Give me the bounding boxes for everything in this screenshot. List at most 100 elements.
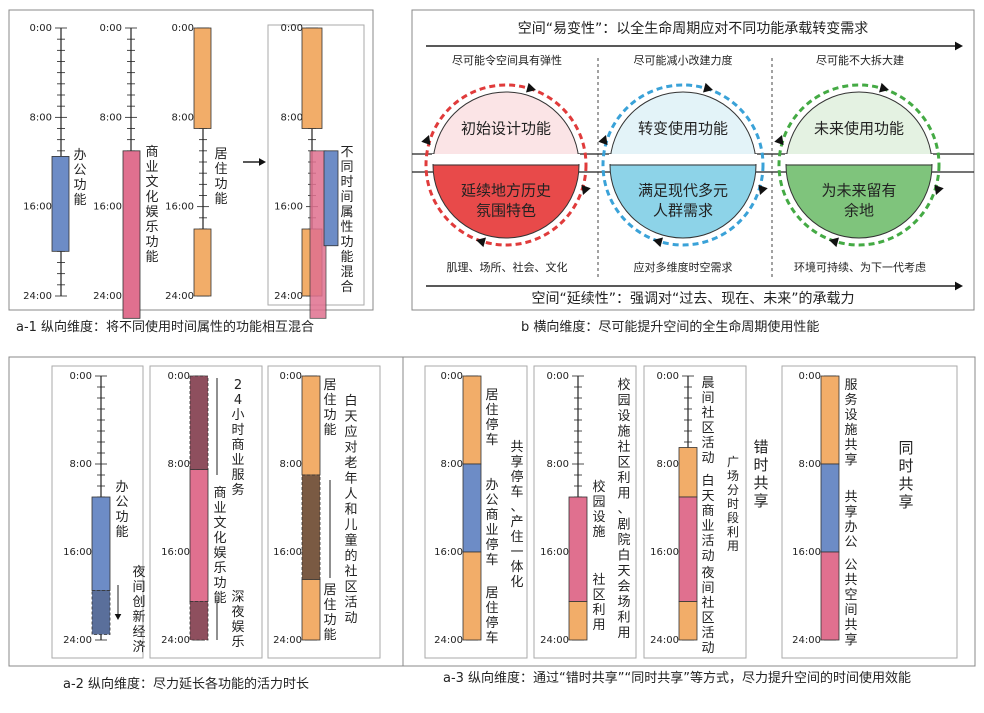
a3-c3-morning bbox=[678, 447, 698, 498]
a3-c1-res-bottom bbox=[462, 551, 482, 641]
b-bottom-note: 应对多维度时空需求 bbox=[634, 260, 733, 274]
a2-tl1-tick-label: 16:00 bbox=[63, 547, 92, 558]
a1-res-bar-top bbox=[193, 27, 212, 129]
a1-office-bar bbox=[51, 156, 70, 252]
a1-tl2-tick-label: 24:00 bbox=[93, 291, 122, 302]
a2-tl3-tick-label: 24:00 bbox=[273, 635, 302, 646]
b-ring-arrow bbox=[758, 184, 768, 195]
caption-a3: a-3 纵向维度：通过“错时共享”“同时共享”等方式，尽力提升空间的时间使用效能 bbox=[443, 671, 912, 686]
inner-box bbox=[51, 365, 144, 659]
a2-tl2-tick-label: 0:00 bbox=[168, 371, 190, 382]
a3-tl1-tick-label: 16:00 bbox=[434, 547, 463, 558]
a2-office-bar bbox=[91, 496, 111, 591]
a1-tl4-tick-label: 8:00 bbox=[281, 112, 303, 123]
inner-box bbox=[149, 365, 263, 659]
a3-tl1-tick-label: 24:00 bbox=[434, 635, 463, 646]
a3-tl3-tick-label: 16:00 bbox=[650, 547, 679, 558]
b-circle-bottom bbox=[785, 164, 933, 239]
a2-tl2-tick-label: 24:00 bbox=[161, 635, 190, 646]
b-dashed-ring bbox=[424, 83, 588, 247]
a3-tl2-tick-label: 16:00 bbox=[540, 547, 569, 558]
a2-tl3-tick-label: 16:00 bbox=[273, 547, 302, 558]
a1-tl2-tick-label: 8:00 bbox=[100, 112, 122, 123]
b-ring-arrow bbox=[879, 82, 889, 93]
a1-residential-label: 居住功能 bbox=[214, 147, 227, 207]
b-upper-label: 未来使用功能 bbox=[814, 120, 904, 138]
a3-c3-label: 白天商业活动 bbox=[701, 473, 714, 564]
a3-c3-right-label: 广场分时段利用 bbox=[727, 455, 739, 553]
a3-c4-label: 共享办公 bbox=[844, 490, 857, 550]
b-band-gap bbox=[432, 154, 580, 164]
a3-simultaneous-label: 同时共享 bbox=[898, 439, 913, 511]
b-band-gap bbox=[785, 154, 933, 164]
a3-staggered-label: 错时共享 bbox=[753, 438, 768, 510]
b-upper-label: 转变使用功能 bbox=[638, 120, 728, 138]
a1-tl1-tick-label: 16:00 bbox=[23, 202, 52, 213]
a3-c2-top-label: 校园设施社区利用、剧院白天会场利用 bbox=[617, 377, 630, 641]
frame-bottom bbox=[8, 356, 976, 667]
a2-latenight-bar bbox=[189, 601, 209, 641]
a1-tl1-tick-label: 8:00 bbox=[30, 112, 52, 123]
a3-c2-campus bbox=[568, 496, 588, 602]
a2-tl3-tick-label: 8:00 bbox=[280, 459, 302, 470]
b-ring-arrow bbox=[653, 237, 663, 248]
a1-tl2-tick-label: 16:00 bbox=[93, 202, 122, 213]
a2-res-top-label: 居住功能 bbox=[323, 378, 336, 438]
a2-tl1-tick-label: 0:00 bbox=[70, 371, 92, 382]
b-ring-arrow bbox=[829, 237, 839, 248]
b-top-banner: 空间“易变性”：以全生命周期应对不同功能承载转变需求 bbox=[518, 20, 869, 37]
a3-c4-label: 公共空间共享 bbox=[844, 558, 857, 648]
a3-tl4-tick-label: 24:00 bbox=[792, 635, 821, 646]
b-ring-arrow bbox=[703, 82, 713, 93]
b-top-note: 尽可能减小改建力度 bbox=[634, 53, 733, 67]
a3-tl1-tick-label: 8:00 bbox=[441, 459, 463, 470]
a3-c2-community bbox=[568, 601, 588, 641]
caption-b: b 横向维度：尽可能提升空间的全生命周期使用性能 bbox=[521, 320, 820, 335]
b-bottom-note: 环境可持续、为下一代考虑 bbox=[794, 260, 926, 274]
a3-tl2-tick-label: 24:00 bbox=[540, 635, 569, 646]
a1-arrow-head bbox=[259, 158, 266, 166]
b-ring-arrow bbox=[421, 135, 431, 146]
a2-office-night bbox=[91, 590, 111, 635]
inner-box bbox=[267, 365, 381, 659]
a3-tl4-tick-label: 8:00 bbox=[799, 459, 821, 470]
a1-office-label: 办公功能 bbox=[73, 148, 86, 208]
frame-a1 bbox=[8, 9, 374, 311]
a1-tl2-tick-label: 0:00 bbox=[100, 23, 122, 34]
a3-c1-res-top bbox=[462, 375, 482, 465]
frame-b bbox=[411, 9, 975, 311]
a3-c3-night bbox=[678, 601, 698, 641]
a1-tl3-tick-label: 24:00 bbox=[165, 291, 194, 302]
b-circle-top bbox=[432, 91, 580, 166]
b-circle-bottom bbox=[609, 164, 757, 239]
b-lower-label: 延续地方历史 bbox=[461, 182, 551, 200]
a3-c2-label: 校园设施 bbox=[592, 479, 605, 540]
a3-tl3-tick-label: 8:00 bbox=[657, 459, 679, 470]
a1-mix-office bbox=[323, 150, 339, 247]
inner-box bbox=[781, 365, 958, 659]
a3-c1-office bbox=[462, 463, 482, 553]
inner-box bbox=[533, 365, 637, 659]
b-ring-arrow bbox=[581, 184, 591, 195]
a1-commercial-bar bbox=[122, 150, 141, 319]
b-top-note: 尽可能令空间具有弹性 bbox=[452, 53, 562, 67]
a3-c3-label: 晨间社区活动 bbox=[701, 376, 714, 466]
a3-tl1-tick-label: 0:00 bbox=[441, 371, 463, 382]
a2-res-bottom-label: 居住功能 bbox=[323, 583, 336, 643]
a2-night-arrow bbox=[114, 614, 122, 620]
a2-tl3-tick-label: 0:00 bbox=[280, 371, 302, 382]
b-top-note: 尽可能不大拆大建 bbox=[816, 53, 904, 67]
b-bottom-banner: 空间“延续性”：强调对“过去、现在、未来”的承载力 bbox=[531, 290, 854, 307]
a1-tl4-tick-label: 16:00 bbox=[274, 202, 303, 213]
inner-box bbox=[424, 365, 528, 659]
a3-c1-label: 办公商业停车 bbox=[485, 478, 498, 568]
b-lower-label: 人群需求 bbox=[653, 202, 713, 220]
a2-service-bar bbox=[189, 375, 209, 470]
b-ring-arrow bbox=[598, 135, 608, 146]
a3-tl4-tick-label: 0:00 bbox=[799, 371, 821, 382]
b-lower-label: 氛围特色 bbox=[476, 202, 536, 220]
a1-tl3-tick-label: 8:00 bbox=[172, 112, 194, 123]
b-circle-top bbox=[609, 91, 757, 166]
